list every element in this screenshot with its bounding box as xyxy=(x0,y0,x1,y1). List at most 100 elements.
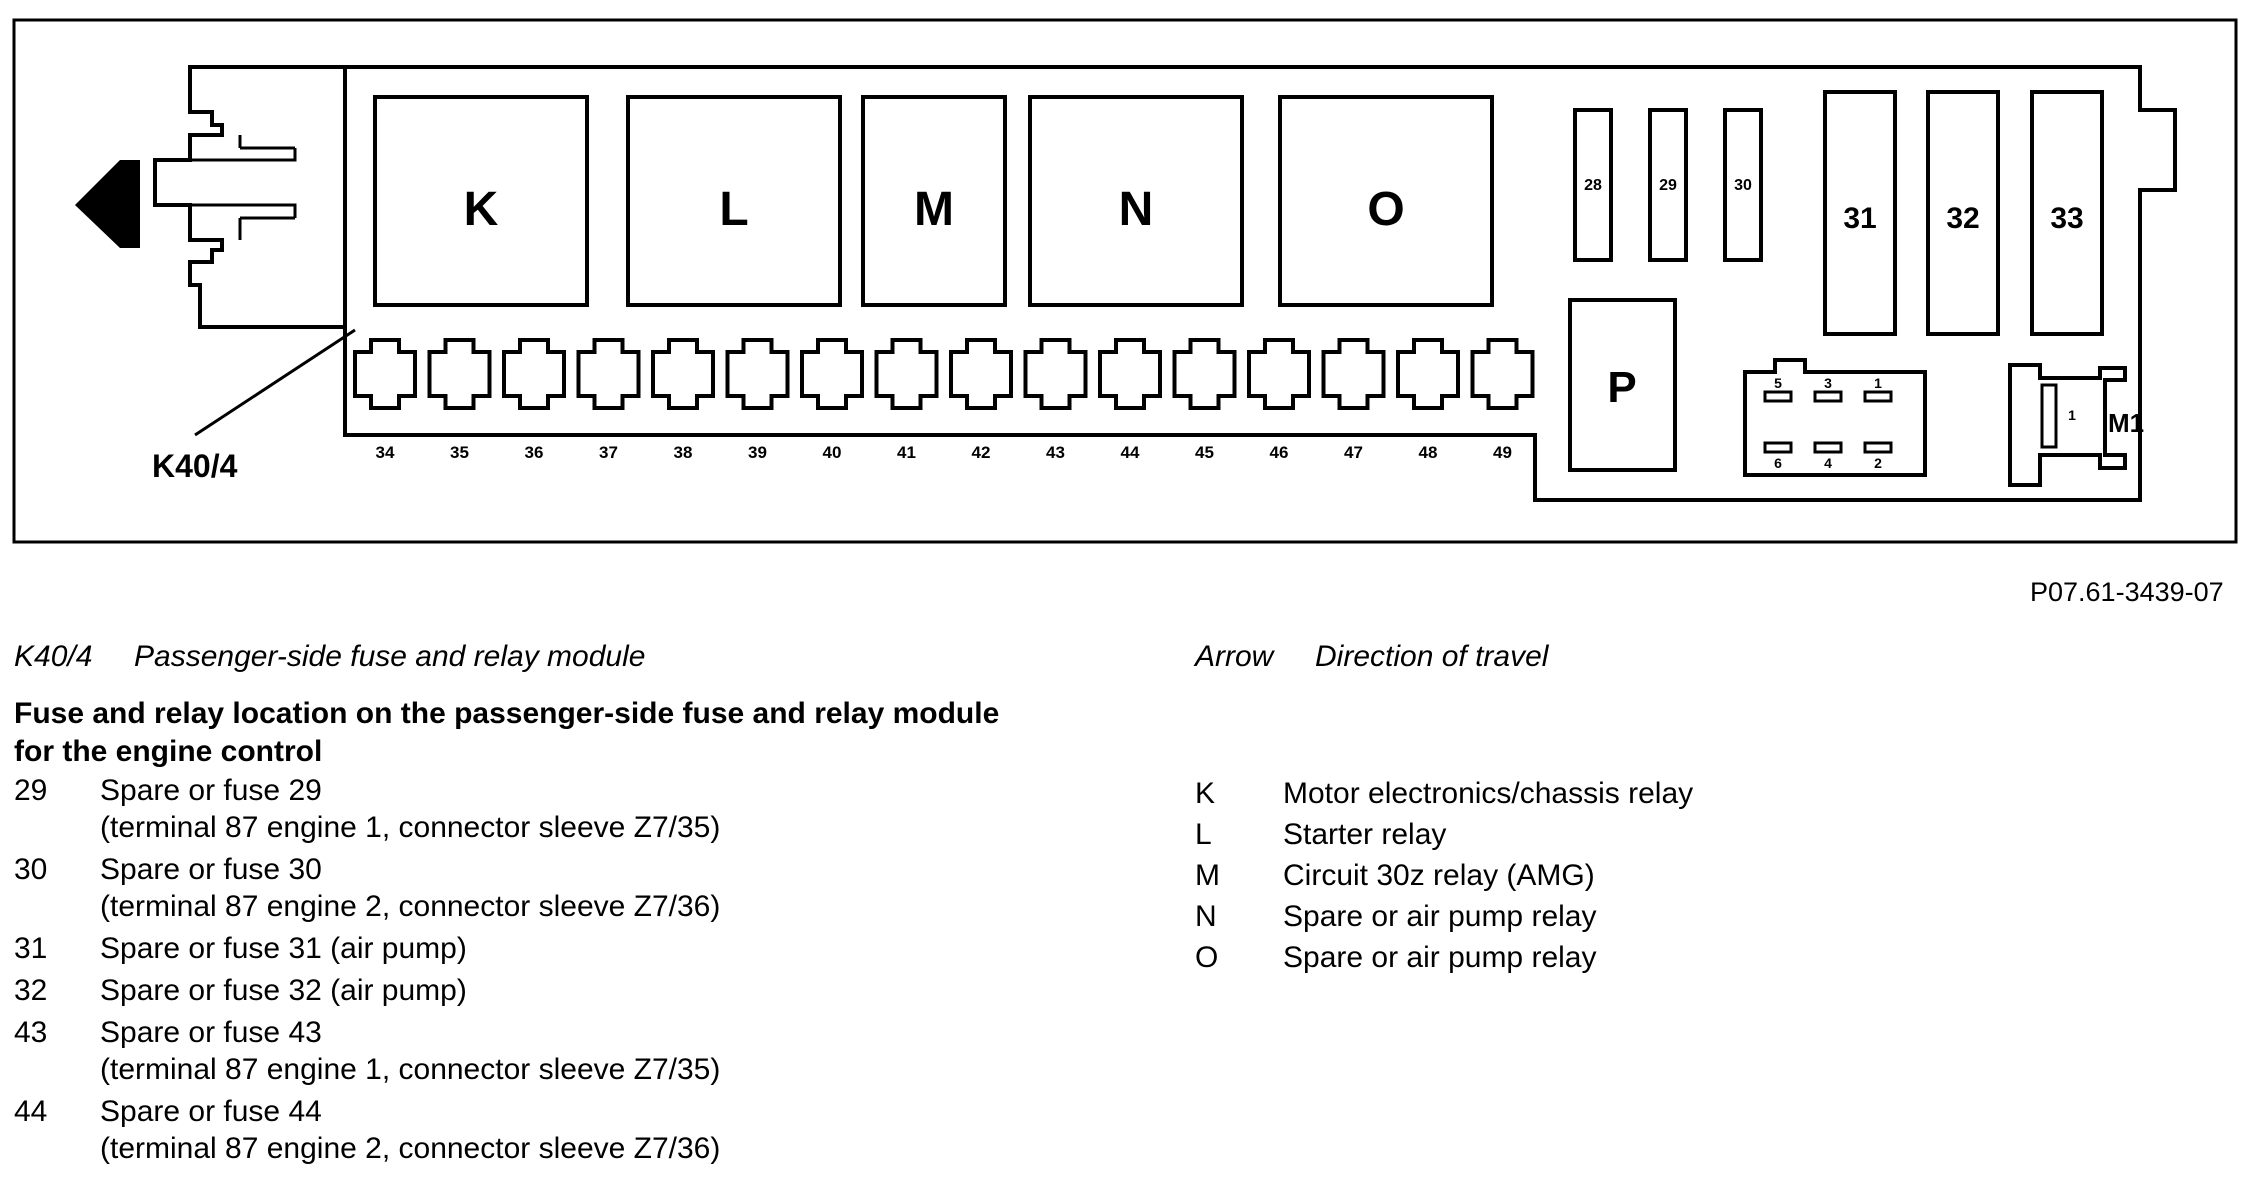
fuse-socket-43: 43 xyxy=(1023,338,1088,462)
svg-text:M: M xyxy=(914,183,954,236)
relay-o: O xyxy=(1278,95,1494,307)
fuse-30: 30 xyxy=(1723,108,1763,262)
fuse-socket-label: 36 xyxy=(525,443,544,462)
svg-text:29: 29 xyxy=(1659,177,1677,194)
item-number: 44 xyxy=(14,1095,48,1128)
fuse-socket-label: 40 xyxy=(823,443,842,462)
fuse-socket-label: 37 xyxy=(599,443,618,462)
fuse-socket-label: 35 xyxy=(450,443,469,462)
relay-n: N xyxy=(1028,95,1244,307)
fuse-socket-label: 38 xyxy=(674,443,693,462)
svg-text:3: 3 xyxy=(1824,375,1832,391)
arrow-caption-code: Arrow xyxy=(1195,640,1274,673)
item-letter: N xyxy=(1195,900,1217,933)
fuse-socket-34: 34 xyxy=(353,338,417,462)
list-item: 44 Spare or fuse 44 (terminal 87 engine 2… xyxy=(14,1093,914,1167)
svg-text:30: 30 xyxy=(1734,177,1752,194)
item-number: 32 xyxy=(14,974,48,1007)
fuse-socket-label: 48 xyxy=(1419,443,1438,462)
fuse-socket-44: 44 xyxy=(1098,338,1162,462)
svg-text:O: O xyxy=(1367,183,1404,236)
module-housing xyxy=(153,65,2177,502)
fuse-socket-label: 45 xyxy=(1195,443,1214,462)
fuse-socket-42: 42 xyxy=(949,338,1013,462)
item-description: Spare or fuse 44 (terminal 87 engine 2, … xyxy=(100,1095,721,1165)
fuse-socket-38: 38 xyxy=(651,338,715,462)
list-item: O Spare or air pump relay xyxy=(1195,939,2095,976)
module-label: K40/4 xyxy=(152,448,238,484)
fuse-socket-outline xyxy=(1396,338,1460,410)
item-description: Spare or fuse 30 (terminal 87 engine 2, … xyxy=(100,853,721,923)
item-number: 43 xyxy=(14,1016,48,1049)
fuse-socket-label: 46 xyxy=(1270,443,1289,462)
fuse-socket-label: 34 xyxy=(376,443,395,462)
fuse-socket-outline xyxy=(1247,338,1311,410)
svg-text:N: N xyxy=(1119,183,1154,236)
svg-text:L: L xyxy=(719,183,748,236)
item-description: Spare or air pump relay xyxy=(1283,941,1597,974)
svg-text:P: P xyxy=(1607,363,1636,412)
fuse-socket-outline xyxy=(800,338,864,410)
svg-text:2: 2 xyxy=(1874,455,1882,471)
item-description: Spare or air pump relay xyxy=(1283,900,1597,933)
item-description: Circuit 30z relay (AMG) xyxy=(1283,859,1595,892)
item-number: 30 xyxy=(14,853,48,886)
relay-p: P xyxy=(1568,298,1677,472)
fuse-socket-47: 47 xyxy=(1321,338,1386,462)
item-letter: O xyxy=(1195,941,1219,974)
item-description: Spare or fuse 43 (terminal 87 engine 1, … xyxy=(100,1016,721,1086)
fuse-socket-outline xyxy=(651,338,715,410)
item-number: 29 xyxy=(14,774,48,807)
module-leader-line xyxy=(194,328,356,437)
list-item: N Spare or air pump relay xyxy=(1195,898,2095,935)
fuse-socket-40: 40 xyxy=(800,338,864,462)
svg-text:K: K xyxy=(464,183,499,236)
fuse-socket-36: 36 xyxy=(502,338,566,462)
arrow-caption: Arrow Direction of travel xyxy=(1195,640,1548,674)
direction-arrow-icon xyxy=(75,160,140,248)
svg-text:5: 5 xyxy=(1774,375,1782,391)
fuse-socket-46: 46 xyxy=(1247,338,1311,462)
fuse-socket-outline xyxy=(576,338,641,410)
svg-text:1: 1 xyxy=(1874,375,1882,391)
fuse-socket-41: 41 xyxy=(874,338,939,462)
fuse-socket-49: 49 xyxy=(1470,338,1535,462)
fuse-socket-outline xyxy=(949,338,1013,410)
svg-text:1: 1 xyxy=(2068,407,2076,423)
item-description: Spare or fuse 31 (air pump) xyxy=(100,932,467,965)
relay-k: K xyxy=(373,95,589,307)
arrow-caption-text: Direction of travel xyxy=(1315,640,1549,673)
fuse-relay-module-diagram: K40/4 K L M N O P 28 29 30 31 xyxy=(12,18,2238,544)
figure-reference: P07.61-3439-07 xyxy=(2030,577,2224,607)
svg-text:33: 33 xyxy=(2050,202,2083,235)
fuse-socket-outline xyxy=(874,338,939,410)
fuse-socket-outline xyxy=(1172,338,1237,410)
list-item: 43 Spare or fuse 43 (terminal 87 engine 1… xyxy=(14,1014,914,1088)
fuse-socket-label: 42 xyxy=(972,443,991,462)
fuse-socket-outline xyxy=(502,338,566,410)
fuse-socket-label: 47 xyxy=(1344,443,1363,462)
six-pin-connector: 5 3 1 6 4 2 xyxy=(1743,358,1927,477)
m1-component: 1 M1 xyxy=(2008,363,2144,487)
fuse-socket-outline xyxy=(1321,338,1386,410)
fuse-socket-label: 44 xyxy=(1121,443,1140,462)
fuse-socket-outline xyxy=(1023,338,1088,410)
svg-text:32: 32 xyxy=(1946,202,1979,235)
fuse-socket-label: 41 xyxy=(897,443,916,462)
relay-m: M xyxy=(861,95,1007,307)
fuse-socket-45: 45 xyxy=(1172,338,1237,462)
fuse-socket-outline xyxy=(725,338,790,410)
item-number: 31 xyxy=(14,932,48,965)
list-item: 31 Spare or fuse 31 (air pump) xyxy=(14,930,914,967)
connector-tab-detail xyxy=(155,135,297,240)
svg-text:28: 28 xyxy=(1584,177,1602,194)
svg-text:6: 6 xyxy=(1774,455,1782,471)
fuse-33: 33 xyxy=(2030,90,2104,336)
